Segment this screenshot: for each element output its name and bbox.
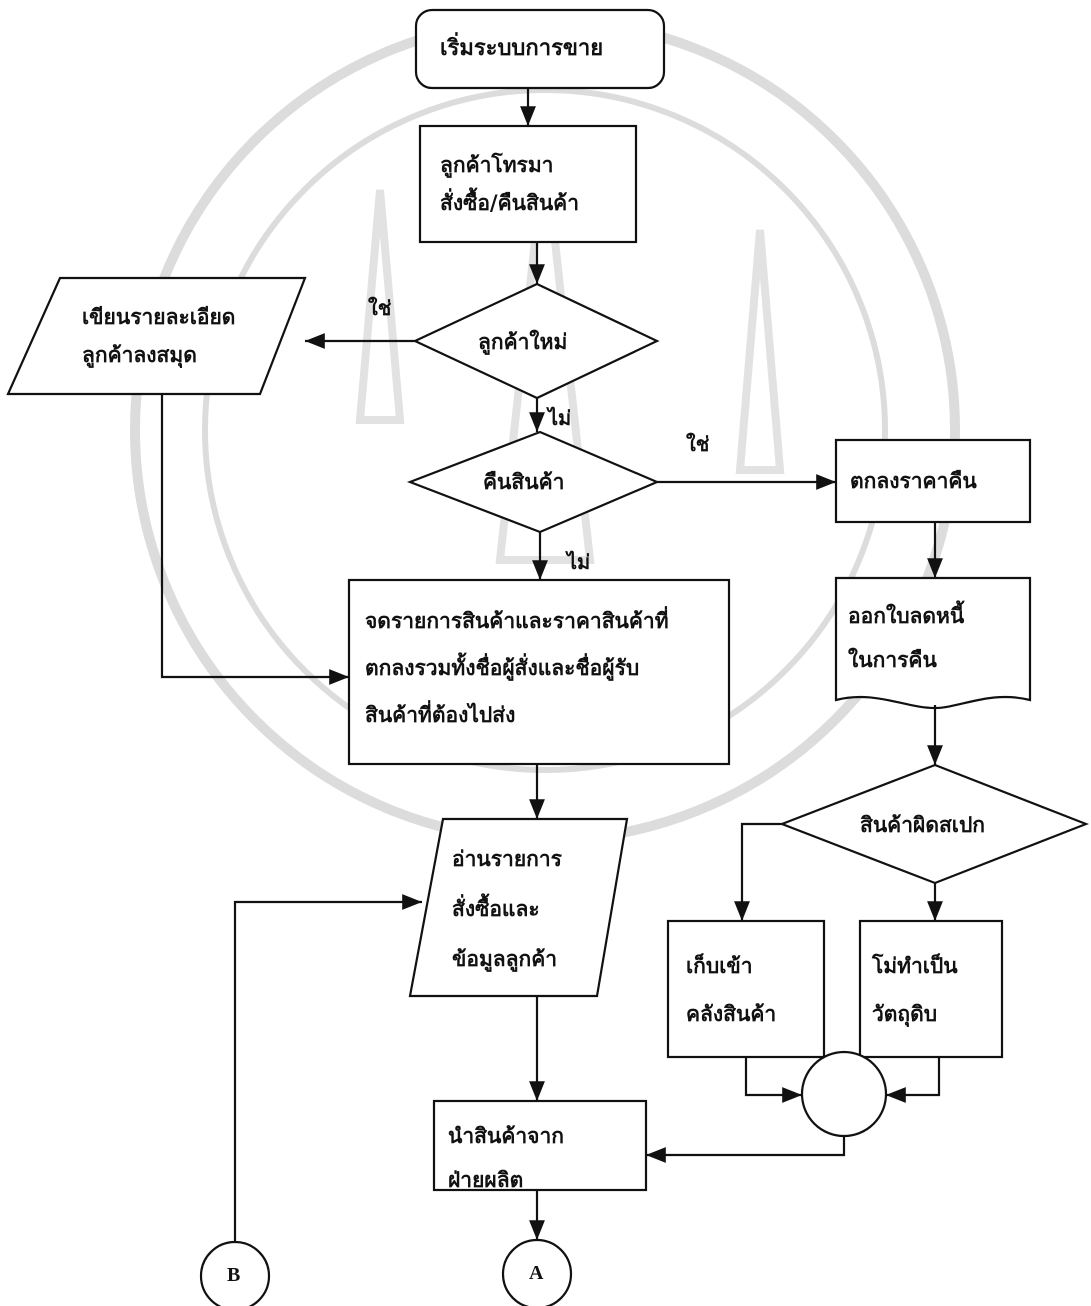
credit-note-label: ออกใบลดหนี้ ในการคืน xyxy=(848,604,965,672)
raw-label: โม่ทำเป็น วัตถุดิบ xyxy=(872,954,958,1026)
connector-a-label: A xyxy=(529,1262,544,1284)
edge-merge-bring xyxy=(646,1136,846,1163)
store-label: เก็บเข้า คลังสินค้า xyxy=(686,954,777,1026)
yes-label-return: ใช่ xyxy=(686,432,710,456)
store-process xyxy=(666,919,826,1059)
no-label-new-customer: ไม่ xyxy=(548,406,572,430)
merge-connector xyxy=(800,1050,888,1138)
agree-price-label: ตกลงราคาคืน xyxy=(850,469,977,493)
yes-label-new-customer: ใช่ xyxy=(368,296,392,320)
edge-raw-merge xyxy=(886,1057,941,1103)
wrong-spec-label: สินค้าผิดสเปก xyxy=(860,813,985,837)
record-label: จดรายการสินค้าและราคาสินค้าที่ ตกลงรวมทั… xyxy=(365,609,669,727)
write-details-label: เขียนรายละเอียด ลูกค้าลงสมุด xyxy=(82,305,236,367)
return-goods-label: คืนสินค้า xyxy=(483,470,565,494)
new-customer-label: ลูกค้าใหม่ xyxy=(478,330,568,354)
read-orders-label: อ่านรายการ สั่งซื้อและ ข้อมูลลูกค้า xyxy=(452,847,562,971)
no-label-return: ไม่ xyxy=(567,550,591,574)
raw-process xyxy=(858,919,1004,1059)
edge-b-read xyxy=(233,894,422,1242)
start-terminal xyxy=(414,8,666,90)
write-details-io xyxy=(6,276,307,396)
bring-label: นำสินค้าจาก ฝ่ายผลิต xyxy=(448,1124,564,1192)
start-label: เริ่มระบบการขาย xyxy=(440,36,604,61)
record-process xyxy=(347,578,731,766)
edge-write-record xyxy=(160,394,349,685)
edge-spec-store xyxy=(734,822,782,921)
connector-b-label: B xyxy=(227,1264,241,1286)
edge-store-merge xyxy=(744,1057,802,1103)
call-label: ลูกค้าโทรมา สั่งซื้อ/คืนสินค้า xyxy=(440,153,580,215)
read-orders-io xyxy=(408,817,629,998)
bring-process xyxy=(432,1099,648,1192)
